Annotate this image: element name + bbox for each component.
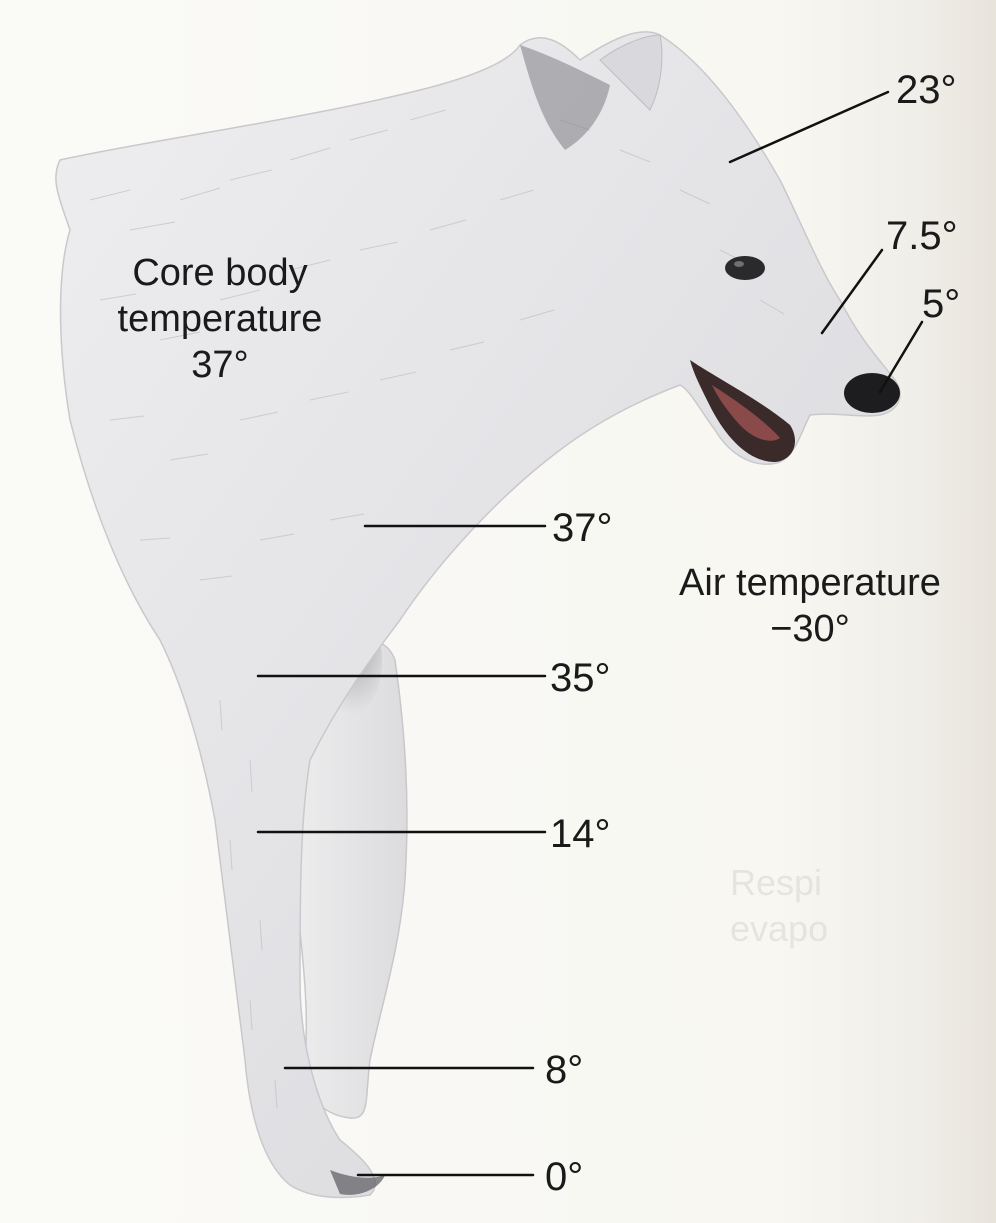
leader-line-head	[730, 92, 888, 162]
reading-ankle: 8°	[545, 1048, 583, 1092]
core-label-line2: temperature	[100, 296, 340, 342]
air-temperature-label: Air temperature −30°	[660, 560, 960, 652]
reading-nose: 5°	[922, 282, 960, 326]
leader-line-nose	[880, 322, 922, 392]
reading-muzzle: 7.5°	[886, 214, 958, 258]
leader-line-muzzle	[822, 250, 882, 333]
reading-upper-leg: 35°	[550, 656, 611, 700]
reading-paw: 0°	[545, 1155, 583, 1199]
air-label-line2: −30°	[660, 606, 960, 652]
reading-shoulder: 37°	[552, 506, 613, 550]
core-label-line1: Core body	[100, 250, 340, 296]
reading-lower-leg: 14°	[550, 812, 611, 856]
air-label-line1: Air temperature	[660, 560, 960, 606]
core-temperature-label: Core body temperature 37°	[100, 250, 340, 388]
reading-head: 23°	[896, 68, 957, 112]
core-label-line3: 37°	[100, 342, 340, 388]
